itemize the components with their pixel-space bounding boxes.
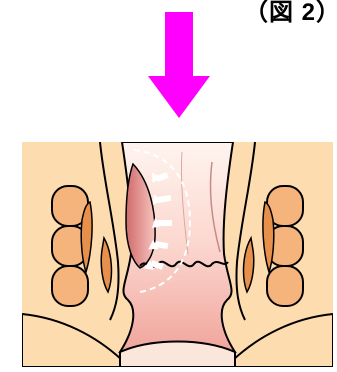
anatomical-illustration (22, 142, 333, 367)
canal-floor (120, 342, 235, 368)
figure-label: （図 2） (244, 0, 337, 27)
arrow-shaft (158, 220, 172, 226)
down-arrow-icon (148, 12, 210, 120)
down-arrow-shape (148, 12, 210, 118)
